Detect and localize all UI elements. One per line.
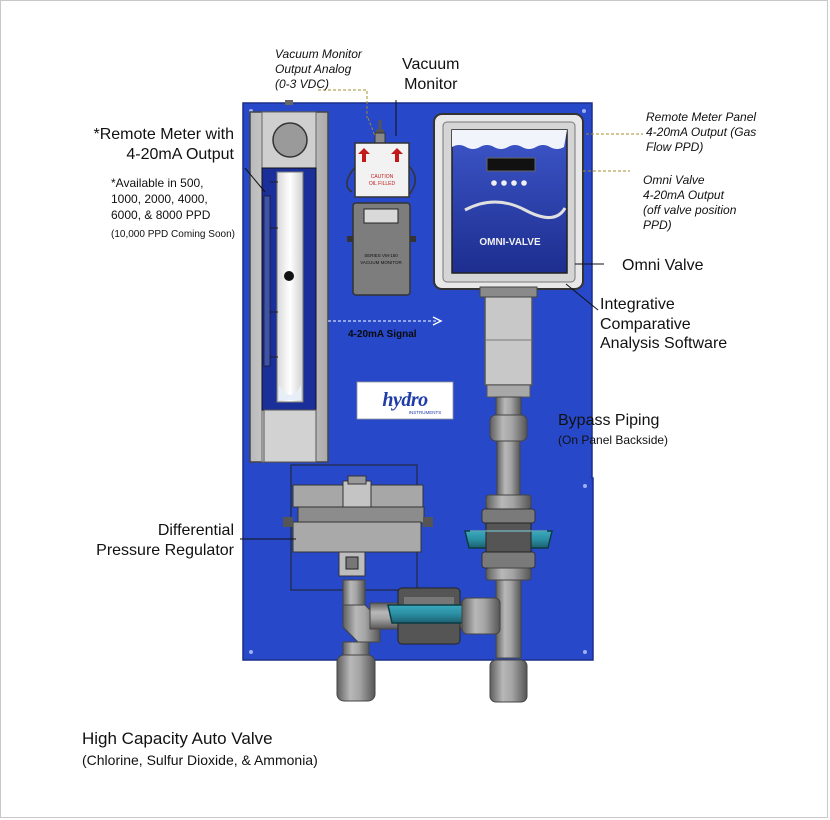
leader-lines: [240, 89, 643, 540]
caution-label: CAUTION: [371, 174, 394, 180]
differential-regulator-label: Differential Pressure Regulator: [96, 522, 234, 559]
footer-title: High Capacity Auto Valve: [82, 729, 273, 748]
vacuum-monitor: CAUTION OIL FILLED SERIES VM-150 VACUUM …: [346, 120, 416, 296]
signal-label: 4-20mA Signal: [348, 329, 417, 340]
remote-meter-label: *Remote Meter with 4-20mA Output: [93, 126, 235, 163]
omni-valve: OMNI-VALVE: [433, 113, 584, 290]
footer-subtitle: (Chlorine, Sulfur Dioxide, & Ammonia): [82, 752, 318, 768]
vacuum-monitor-label: Vacuum Monitor: [402, 56, 460, 93]
bypass-valve-handle: [464, 522, 553, 553]
bypass-piping-label: Bypass Piping: [558, 412, 660, 429]
vacuum-regulator: [479, 286, 538, 398]
available-note: *Available in 500, 1000, 2000, 4000, 600…: [111, 176, 211, 222]
monitor-name-label: VACUUM MONITOR: [360, 260, 402, 265]
remote-meter: [249, 111, 329, 463]
omni-valve-plate-label: OMNI-VALVE: [479, 237, 541, 248]
logo-text: hydro: [382, 389, 428, 411]
oil-filled-label: OIL FILLED: [369, 181, 396, 187]
lower-piping: [336, 579, 501, 702]
hydro-logo: hydro INSTRUMENTS: [356, 381, 454, 420]
integrative-software-label: Integrative Comparative Analysis Softwar…: [600, 296, 728, 353]
logo-subtext: INSTRUMENTS: [409, 410, 442, 415]
omni-valve-output-label: Omni Valve 4-20mA Output (off valve posi…: [643, 173, 737, 232]
monitor-series-label: SERIES VM-150: [364, 253, 398, 258]
omni-valve-label: Omni Valve: [622, 257, 704, 274]
bypass-note-label: (On Panel Backside): [558, 433, 669, 447]
remote-meter-panel-label: Remote Meter Panel 4-20mA Output (Gas Fl…: [646, 110, 757, 154]
vacuum-monitor-output-label: Vacuum Monitor Output Analog (0-3 VDC): [275, 47, 362, 91]
bypass-piping: [481, 396, 536, 703]
coming-soon-note: (10,000 PPD Coming Soon): [111, 229, 235, 240]
